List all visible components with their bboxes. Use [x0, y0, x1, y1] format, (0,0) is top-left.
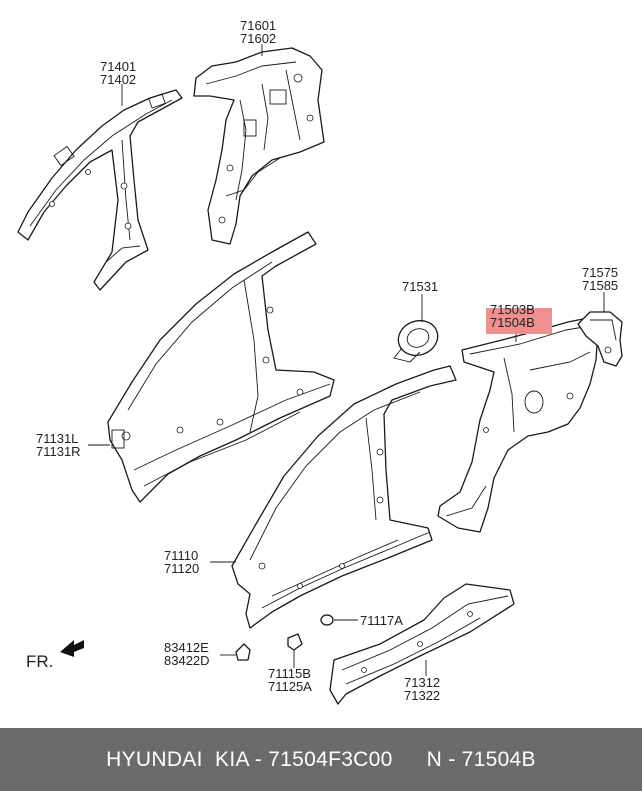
label-71402: 71402	[100, 72, 136, 87]
label-71117A: 71117A	[360, 613, 403, 628]
label-71575: 71575	[582, 265, 618, 280]
label-83412E: 83412E	[164, 640, 209, 655]
footer-brand-part: HYUNDAI KIA - 71504F3C00	[106, 747, 393, 771]
part-71110-side-outer[interactable]	[231, 365, 457, 629]
part-71131-side-inner[interactable]	[107, 231, 335, 503]
part-71575-extension[interactable]	[577, 311, 623, 367]
label-83422D: 83422D	[164, 653, 210, 668]
label-71602: 71602	[240, 31, 276, 46]
label-fr: FR.	[26, 652, 53, 671]
front-direction-arrow-icon	[60, 640, 84, 657]
label-71601: 71601	[240, 18, 276, 33]
label-71585: 71585	[582, 278, 618, 293]
label-71401: 71401	[100, 59, 136, 74]
part-71401-a-pillar-upper[interactable]	[17, 89, 183, 291]
part-83412E-bracket[interactable]	[235, 643, 251, 661]
label-71120: 71120	[164, 561, 199, 576]
footer-ref-part: N - 71504B	[426, 747, 536, 771]
part-71504B-quarter-panel[interactable]	[437, 317, 599, 533]
label-71131R: 71131R	[36, 444, 81, 459]
label-71125A: 71125A	[268, 679, 312, 694]
leader-lines	[88, 44, 605, 676]
part-71312-side-sill[interactable]	[329, 583, 515, 705]
part-71117A-plug[interactable]	[320, 614, 334, 626]
part-labels: 71601 71602 71401 71402 71531 71575 7158…	[26, 18, 618, 703]
label-71115B: 71115B	[268, 666, 311, 681]
label-71322: 71322	[404, 688, 440, 703]
label-71503B: 71503B	[490, 302, 535, 317]
part-71531-fuel-filler-housing[interactable]	[393, 315, 442, 363]
label-71110: 71110	[164, 548, 198, 563]
part-highlight	[486, 308, 552, 334]
part-71115B-clip[interactable]	[287, 633, 303, 651]
label-71504B: 71504B	[490, 315, 535, 330]
label-71131L: 71131L	[36, 431, 78, 446]
part-71601-quarter-inner[interactable]	[193, 47, 325, 245]
footer-bar: HYUNDAI KIA - 71504F3C00 N - 71504B	[0, 728, 642, 791]
parts-diagram: 71601 71602 71401 71402 71531 71575 7158…	[17, 18, 623, 705]
label-71531: 71531	[402, 279, 438, 294]
label-71312: 71312	[404, 675, 440, 690]
